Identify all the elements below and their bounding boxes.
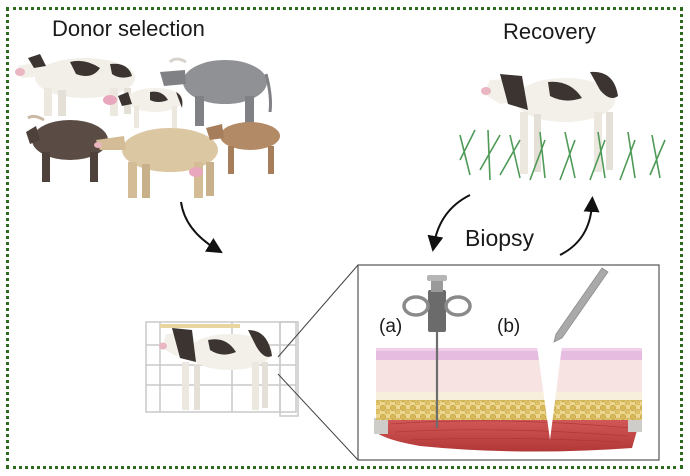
calf-in-crate	[145, 321, 299, 417]
panel-b-label: (b)	[497, 316, 521, 337]
donor-herd	[15, 54, 280, 198]
callout-line-top	[277, 264, 359, 358]
tissue-layers	[374, 346, 642, 452]
biopsy-inset-panel	[357, 264, 660, 461]
fat-layer	[376, 400, 642, 420]
biopsy-needle-icon	[402, 275, 472, 428]
brown-bull-icon	[26, 114, 108, 182]
callout-line-bottom	[277, 373, 359, 461]
biopsy-label: Biopsy	[465, 225, 535, 251]
recovery-scene	[459, 71, 666, 181]
crate-bar	[160, 324, 240, 328]
arrow-biopsy-to-recovery	[559, 196, 600, 256]
muscle-layer	[376, 418, 640, 452]
dotted-figure-frame	[6, 7, 683, 469]
scalpel-icon	[553, 267, 609, 343]
incision-cut	[537, 346, 562, 440]
donor-selection-title: Donor selection	[52, 16, 205, 41]
grey-bull-icon	[160, 57, 272, 126]
arrow-recovery-to-biopsy	[427, 194, 471, 252]
brown-calf-icon	[206, 122, 280, 174]
recovery-title: Recovery	[503, 19, 596, 44]
holstein-cow-icon	[15, 54, 135, 116]
arrow-donor-to-crush	[180, 201, 223, 254]
dermis-layer	[376, 360, 642, 392]
cream-cow-icon	[94, 128, 218, 198]
holstein-calf-crate-icon	[159, 328, 272, 410]
holstein-calf-recovery-icon	[481, 71, 618, 174]
holstein-calf-icon	[118, 88, 183, 128]
panel-a-label: (a)	[379, 316, 403, 337]
grass-icon	[459, 129, 666, 181]
